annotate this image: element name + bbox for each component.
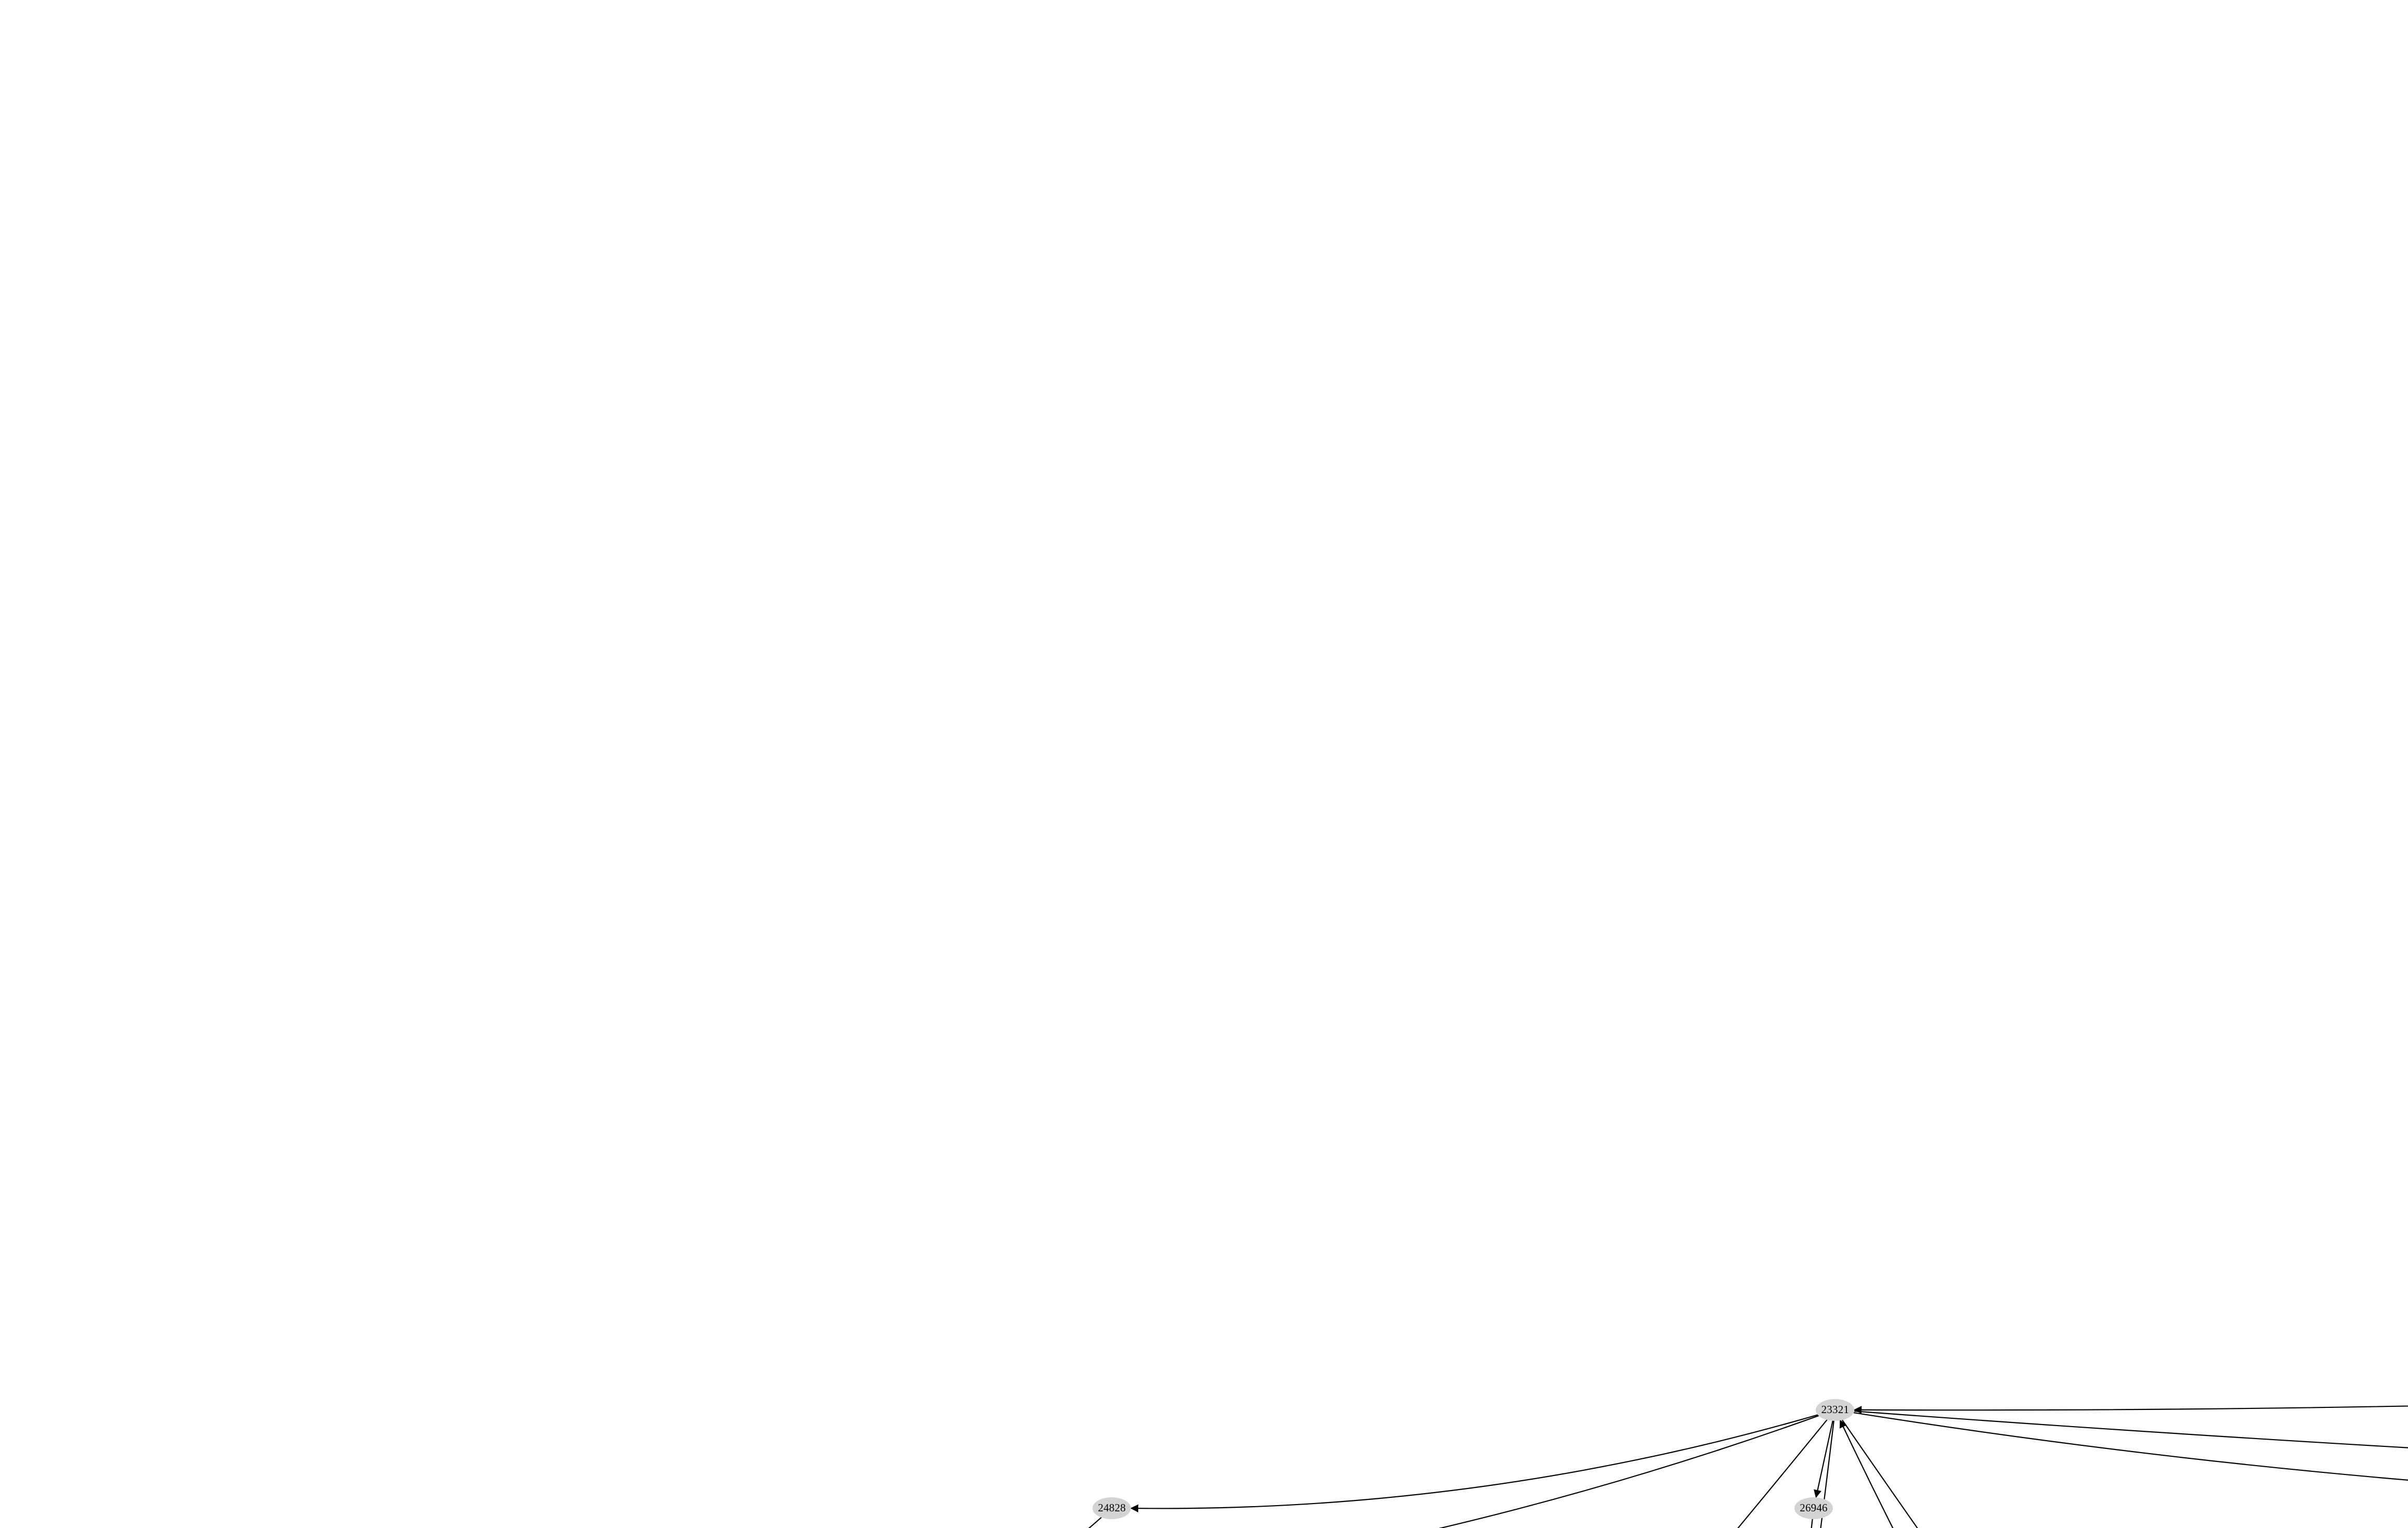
graph-node-label: 24828: [1098, 1501, 1126, 1514]
graph-node-26946[interactable]: 26946: [1794, 1497, 1833, 1519]
graph-node-23321[interactable]: 23321: [1816, 1399, 1855, 1421]
graph-node-label: 26946: [1800, 1501, 1828, 1514]
graph-node-24828[interactable]: 24828: [1092, 1497, 1131, 1519]
graph-node-label: 23321: [1821, 1403, 1850, 1416]
